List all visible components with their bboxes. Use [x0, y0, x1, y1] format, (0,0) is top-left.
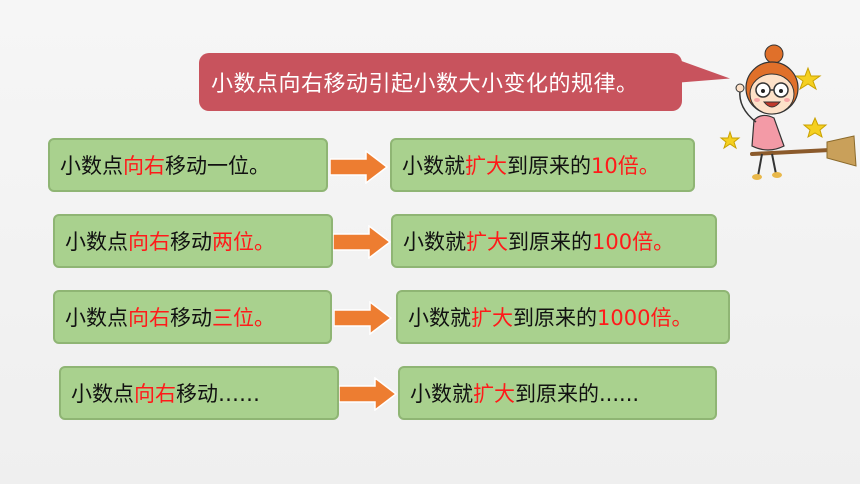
right-text-d: 100倍。 [592, 230, 675, 254]
left-text-b: 向右 [123, 154, 165, 178]
left-text-a: 小数点 [65, 306, 128, 330]
left-text-d: 一位。 [207, 154, 270, 178]
rule-left-3: 小数点向右移动三位。 [53, 290, 332, 344]
left-text-d: 三位。 [212, 306, 275, 330]
right-text-a: 小数就 [402, 154, 465, 178]
left-text-a: 小数点 [65, 230, 128, 254]
rule-right-4: 小数就扩大到原来的...... [398, 366, 717, 420]
right-text-a: 小数就 [408, 306, 471, 330]
left-text-b: 向右 [128, 306, 170, 330]
rule-left-1: 小数点向右移动一位。 [48, 138, 328, 192]
left-text-c: 移动 [170, 230, 212, 254]
right-arrow-icon [339, 377, 397, 411]
right-text-c: 到原来的 [513, 306, 597, 330]
left-text-a: 小数点 [71, 382, 134, 406]
left-text-b: 向右 [134, 382, 176, 406]
rule-left-4: 小数点向右移动…… [59, 366, 339, 420]
right-text-b: 扩大 [465, 154, 507, 178]
right-arrow-icon [334, 301, 392, 335]
right-text-a: 小数就 [410, 382, 473, 406]
right-text-d: 1000倍。 [597, 306, 693, 330]
left-text-c: 移动 [170, 306, 212, 330]
left-text-b: 向右 [128, 230, 170, 254]
right-text-b: 扩大 [471, 306, 513, 330]
right-text-c: 到原来的 [508, 230, 592, 254]
right-text-c: 到原来的 [507, 154, 591, 178]
left-text-c: 移动 [165, 154, 207, 178]
right-text-b: 扩大 [466, 230, 508, 254]
left-text-a: 小数点 [60, 154, 123, 178]
right-text-b: 扩大 [473, 382, 515, 406]
right-text-c: 到原来的...... [515, 382, 640, 406]
right-arrow-icon [330, 150, 388, 184]
title-bubble: 小数点向右移动引起小数大小变化的规律。 [199, 53, 682, 111]
right-text-d: 10倍。 [591, 154, 660, 178]
rule-left-2: 小数点向右移动两位。 [53, 214, 333, 268]
left-text-c: 移动…… [176, 382, 260, 406]
right-text-a: 小数就 [403, 230, 466, 254]
left-text-d: 两位。 [212, 230, 275, 254]
title-text: 小数点向右移动引起小数大小变化的规律。 [211, 72, 639, 97]
cartoon-girl-on-broom-icon [719, 44, 857, 180]
right-arrow-icon [333, 225, 391, 259]
